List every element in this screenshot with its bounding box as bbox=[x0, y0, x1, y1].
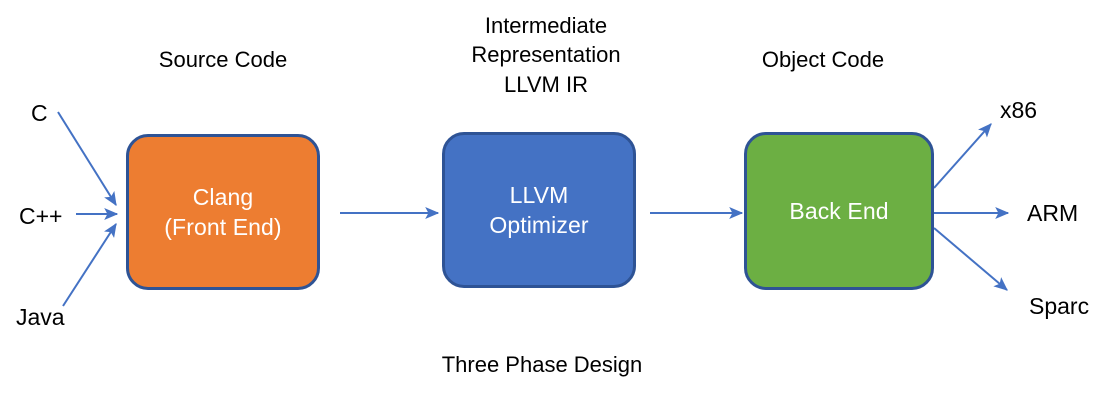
back-end-label-line-1: Back End bbox=[789, 197, 889, 224]
input-label-cpp: C++ bbox=[19, 203, 62, 231]
input-label-java: Java bbox=[16, 304, 65, 332]
object-code-text: Object Code bbox=[761, 47, 885, 72]
front-end-label-line-1: Clang bbox=[192, 183, 254, 210]
arrow-back-end-to-x86 bbox=[933, 123, 992, 189]
intermediate-line-3: LLVM IR bbox=[504, 71, 588, 97]
front-end-label-line-2: (Front End) bbox=[164, 214, 282, 240]
stage-label-intermediate-representation: Intermediate Representation LLVM IR bbox=[446, 11, 646, 99]
output-label-arm: ARM bbox=[1027, 200, 1078, 228]
output-label-sparc: Sparc bbox=[1029, 293, 1089, 321]
diagram-caption: Three Phase Design bbox=[407, 352, 677, 378]
caption-text: Three Phase Design bbox=[441, 352, 643, 377]
input-cpp-text: C++ bbox=[19, 203, 63, 229]
arrow-c-to-front-end bbox=[57, 111, 117, 207]
back-end-box[interactable]: Back End bbox=[744, 132, 934, 290]
front-end-box-label: Clang (Front End) bbox=[164, 182, 281, 243]
source-code-text: Source Code bbox=[158, 47, 288, 72]
optimizer-label-line-1: LLVM bbox=[509, 181, 569, 208]
output-sparc-text: Sparc bbox=[1029, 293, 1090, 319]
front-end-box[interactable]: Clang (Front End) bbox=[126, 134, 320, 290]
input-java-text: Java bbox=[16, 304, 65, 330]
optimizer-box[interactable]: LLVM Optimizer bbox=[442, 132, 636, 288]
stage-label-source-code: Source Code bbox=[123, 45, 323, 74]
output-x86-text: x86 bbox=[1000, 97, 1038, 123]
arrow-back-end-to-sparc bbox=[933, 227, 1008, 291]
input-label-c: C bbox=[31, 100, 48, 128]
intermediate-line-1: Intermediate bbox=[484, 13, 608, 38]
intermediate-line-2: Representation bbox=[471, 42, 621, 68]
optimizer-box-label: LLVM Optimizer bbox=[489, 180, 588, 241]
input-c-text: C bbox=[31, 100, 48, 126]
output-arm-text: ARM bbox=[1027, 200, 1079, 226]
optimizer-label-line-2: Optimizer bbox=[489, 212, 589, 238]
stage-label-object-code: Object Code bbox=[723, 45, 923, 74]
output-label-x86: x86 bbox=[1000, 97, 1037, 125]
back-end-box-label: Back End bbox=[789, 196, 888, 226]
arrow-java-to-front-end bbox=[62, 222, 117, 307]
